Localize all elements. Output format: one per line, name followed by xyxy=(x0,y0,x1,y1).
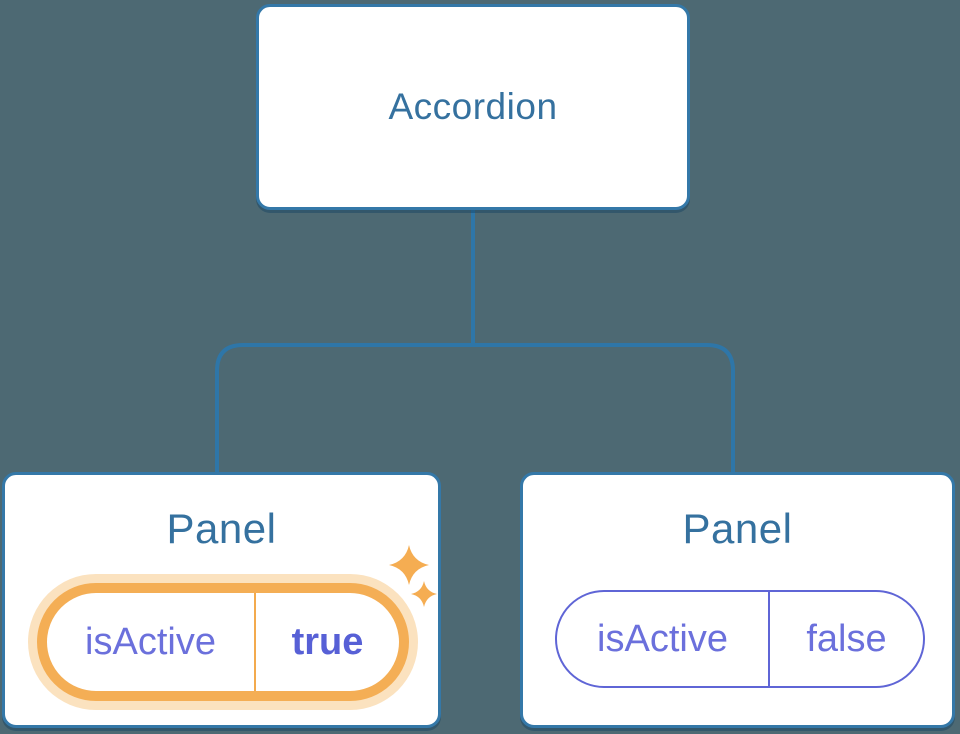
panel-label: Panel xyxy=(166,505,277,552)
connector-branch-bracket xyxy=(215,343,735,472)
accordion-node: Accordion xyxy=(256,4,690,210)
pill-divider xyxy=(768,592,770,686)
state-pill-active: isActive true xyxy=(37,583,409,701)
state-key: isActive xyxy=(597,618,728,660)
state-pill-inactive: isActive false xyxy=(555,590,925,688)
pill-divider xyxy=(254,593,256,691)
state-key: isActive xyxy=(85,621,216,663)
sparkles-icon xyxy=(389,545,437,607)
state-value: true xyxy=(291,621,364,663)
accordion-label: Accordion xyxy=(388,86,558,127)
state-value: false xyxy=(806,618,887,660)
panel-label: Panel xyxy=(682,505,793,552)
